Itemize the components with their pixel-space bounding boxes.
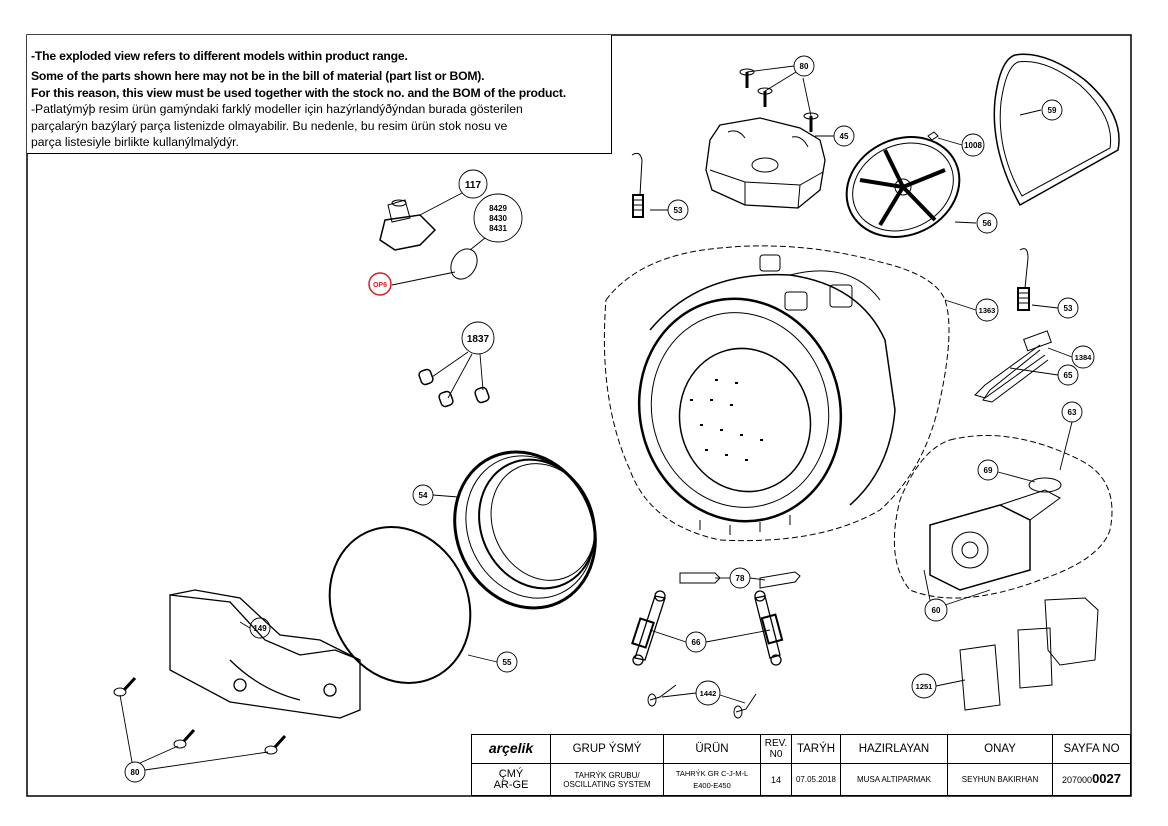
callout-circle — [473, 193, 523, 243]
callout-label: 54 — [419, 491, 428, 500]
callout-circle — [1057, 297, 1079, 319]
part-45-counterweight — [705, 117, 826, 209]
part-117-valve — [379, 199, 437, 251]
part-59-cover — [993, 53, 1120, 207]
part-54-bellows — [453, 450, 597, 610]
callout-circle — [249, 617, 271, 639]
note-line: parçalarýn bazýlarý parça listenizde olm… — [31, 119, 508, 133]
part-78-bolts — [679, 571, 801, 589]
callout-label: 69 — [984, 466, 993, 475]
callout-label: 1008 — [964, 141, 982, 150]
callout-circle — [924, 598, 948, 622]
callout-label: 55 — [503, 658, 512, 667]
part-1837-plugs — [418, 368, 490, 408]
page-no-value: 2070000027 — [1052, 763, 1131, 796]
callout-label: 53 — [1064, 304, 1073, 313]
callout-circle — [458, 169, 488, 199]
part-80-screws-bottom — [113, 676, 287, 755]
part-1008-screw — [927, 131, 939, 141]
callout-label: 66 — [692, 638, 701, 647]
callout-label: 45 — [840, 132, 849, 141]
header-rev-no: REV. N0 — [760, 734, 792, 764]
group-value: TAHRÝK GRUBU/ OSCILLATING SYSTEM — [550, 763, 664, 796]
prepared-value: MUSA ALTIPARMAK — [840, 763, 948, 796]
callout-label: 80 — [131, 768, 140, 777]
header-group-name: GRUP ÝSMÝ — [550, 734, 664, 764]
callout-label: 8431 — [489, 224, 507, 233]
header-page-no: SAYFA NO — [1052, 734, 1131, 764]
header-approval: ONAY — [947, 734, 1053, 764]
callout-circle — [412, 484, 434, 506]
note-line: Some of the parts shown here may not be … — [31, 69, 485, 83]
page-no-prefix: 207000 — [1062, 775, 1093, 785]
part-66-damper-left — [631, 590, 666, 666]
part-55-clamp-ring — [328, 526, 472, 684]
part-66-damper-right — [754, 590, 784, 666]
approval-value: SEYHUN BAKIRHAN — [947, 763, 1053, 796]
disclaimer-notes: -The exploded view refers to different m… — [27, 35, 612, 154]
header-product: ÜRÜN — [663, 734, 761, 764]
title-block: arçelik GRUP ÝSMÝ ÜRÜN REV. N0 TARÝH HAZ… — [471, 734, 1131, 796]
callout-label: 65 — [1064, 371, 1073, 380]
callout-circle — [961, 133, 985, 157]
callout-circle — [1041, 99, 1063, 121]
note-line: -Patlatýmýþ resim ürün gamýndaki farklý … — [31, 102, 523, 116]
callout-label: 8430 — [489, 214, 507, 223]
part-1363-tub — [603, 245, 950, 542]
callout-label: 60 — [932, 606, 941, 615]
part-149-counterweight — [169, 589, 361, 719]
department: ÇMÝ AR-GE — [471, 763, 551, 796]
header-prepared: HAZIRLAYAN — [840, 734, 948, 764]
rev-value: 14 — [760, 763, 792, 796]
callout-circle — [975, 298, 999, 322]
callout-label: 1384 — [1075, 353, 1093, 362]
part-80-screws-top — [739, 68, 819, 132]
callout-circle — [496, 651, 518, 673]
callout-circle — [793, 55, 815, 77]
part-63-motor — [893, 435, 1113, 599]
date-value: 07.05.2018 — [791, 763, 841, 796]
callout-label: 1837 — [467, 334, 490, 345]
part-1442-pins — [647, 684, 757, 719]
page-no-suffix: 0027 — [1092, 771, 1121, 786]
callout-circle — [976, 212, 998, 234]
callout-label: 1363 — [979, 306, 996, 315]
callout-label: 59 — [1048, 106, 1057, 115]
callout-circle — [1071, 345, 1095, 369]
part-8429-oring — [450, 248, 478, 280]
part-1251-electronics — [959, 597, 1099, 711]
note-line: -The exploded view refers to different m… — [31, 49, 408, 63]
part-53-spring-left — [631, 152, 644, 218]
callout-circle — [833, 125, 855, 147]
part-56-pulley — [845, 136, 961, 238]
callout-label: 1442 — [700, 689, 717, 698]
callout-label: 56 — [983, 219, 992, 228]
callout-label: 149 — [253, 624, 267, 633]
callout-circle-highlight — [368, 272, 392, 296]
callout-label: 1251 — [916, 682, 933, 691]
callout-circle — [1057, 364, 1079, 386]
callout-circle — [124, 761, 146, 783]
product-value: TAHRÝK GR C-J-M-L E400-E450 — [663, 763, 761, 796]
callout-label: 53 — [674, 206, 683, 215]
part-65-heater — [974, 330, 1052, 403]
callout-label: 63 — [1068, 408, 1077, 417]
note-line: parça listesiyle birlikte kullanýlmalýdý… — [31, 135, 239, 149]
callout-circle — [977, 459, 999, 481]
callout-circle — [667, 199, 689, 221]
logo-text: arçelik — [488, 740, 534, 756]
callout-label: OP6 — [373, 282, 387, 289]
callout-circle — [729, 567, 751, 589]
callouts — [119, 55, 1095, 783]
callout-label: 80 — [800, 62, 809, 71]
callout-label: 8429 — [489, 204, 507, 213]
part-53-spring-right — [1017, 248, 1030, 311]
note-line: For this reason, this view must be used … — [31, 86, 566, 100]
header-date: TARÝH — [791, 734, 841, 764]
callout-label: 78 — [736, 574, 745, 583]
callout-circle — [461, 321, 495, 355]
company-logo: arçelik — [471, 734, 551, 764]
callout-label: 117 — [465, 180, 482, 191]
